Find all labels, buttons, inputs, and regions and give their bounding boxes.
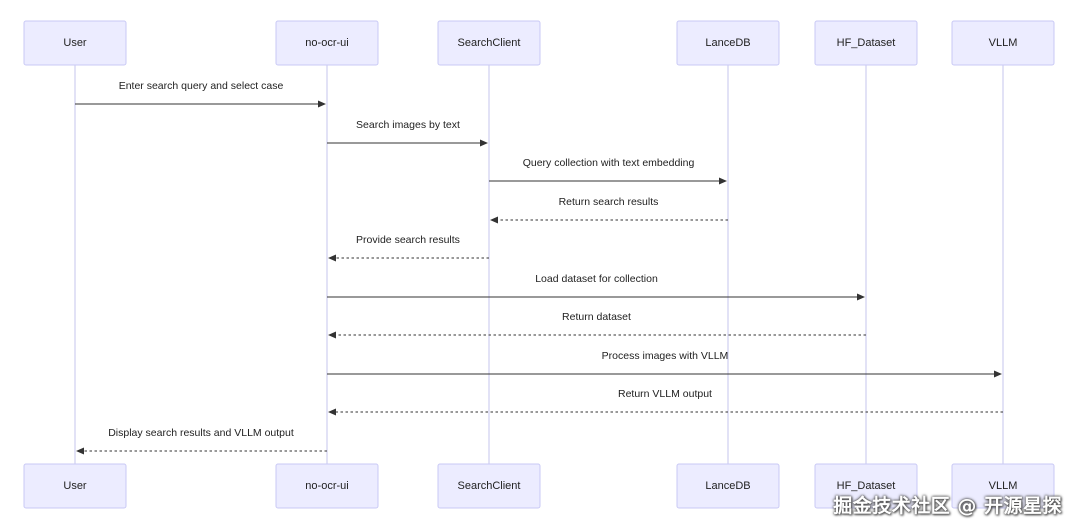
participant-user-top: User: [23, 20, 127, 66]
participant-vllm-top: VLLM: [951, 20, 1055, 66]
message-label: Provide search results: [356, 234, 460, 246]
message-label: Process images with VLLM: [602, 350, 729, 362]
participant-ui-top: no-ocr-ui: [275, 20, 379, 66]
message-4: Return search results: [490, 196, 728, 224]
participant-box: [23, 20, 127, 66]
message-6: Load dataset for collection: [327, 273, 865, 301]
participant-box: [814, 20, 918, 66]
participant-box: [437, 463, 541, 509]
message-label: Load dataset for collection: [535, 273, 658, 285]
arrowhead-icon: [328, 254, 336, 262]
message-3: Query collection with text embedding: [489, 157, 727, 185]
participant-lance-bottom: LanceDB: [676, 463, 780, 509]
arrowhead-icon: [318, 100, 326, 108]
participant-search-bottom: SearchClient: [437, 463, 541, 509]
message-label: Query collection with text embedding: [523, 157, 695, 169]
participant-label: User: [63, 37, 87, 49]
participants-top: User no-ocr-ui SearchClient LanceDB HF_Datas…: [23, 20, 1055, 66]
message-5: Provide search results: [328, 234, 489, 262]
participant-label: no-ocr-ui: [305, 480, 348, 492]
participant-label: VLLM: [989, 480, 1018, 492]
message-8: Process images with VLLM: [327, 350, 1002, 378]
message-label: Return search results: [559, 196, 659, 208]
participant-box: [275, 20, 379, 66]
participant-box: [676, 20, 780, 66]
arrowhead-icon: [719, 177, 727, 185]
messages: Enter search query and select caseSearch…: [75, 80, 1003, 455]
message-2: Search images by text: [327, 119, 488, 147]
participant-user-bottom: User: [23, 463, 127, 509]
participant-label: HF_Dataset: [837, 480, 896, 492]
message-label: Return dataset: [562, 311, 631, 323]
message-10: Display search results and VLLM output: [76, 427, 327, 455]
participant-label: VLLM: [989, 37, 1018, 49]
arrowhead-icon: [994, 370, 1002, 378]
participant-box: [814, 463, 918, 509]
arrowhead-icon: [857, 293, 865, 301]
arrowhead-icon: [490, 216, 498, 224]
participant-box: [23, 463, 127, 509]
participant-label: SearchClient: [458, 480, 521, 492]
message-label: Search images by text: [356, 119, 460, 131]
participant-label: SearchClient: [458, 37, 521, 49]
participant-search-top: SearchClient: [437, 20, 541, 66]
watermark: 掘金技术社区 @ 开源星探: [833, 495, 1062, 517]
message-label: Enter search query and select case: [119, 80, 284, 92]
message-9: Return VLLM output: [328, 388, 1003, 416]
participant-label: LanceDB: [705, 37, 750, 49]
lifelines: [74, 65, 1004, 464]
participant-box: [951, 20, 1055, 66]
participant-label: HF_Dataset: [837, 37, 896, 49]
participant-label: no-ocr-ui: [305, 37, 348, 49]
participant-box: [951, 463, 1055, 509]
arrowhead-icon: [328, 331, 336, 339]
arrowhead-icon: [328, 408, 336, 416]
participant-hf-top: HF_Dataset: [814, 20, 918, 66]
participant-lance-top: LanceDB: [676, 20, 780, 66]
message-label: Return VLLM output: [618, 388, 712, 400]
message-label: Display search results and VLLM output: [108, 427, 294, 439]
message-7: Return dataset: [328, 311, 866, 339]
participant-label: LanceDB: [705, 480, 750, 492]
participant-box: [275, 463, 379, 509]
participants-bottom: User no-ocr-ui SearchClient LanceDB HF_Datas…: [23, 463, 1055, 509]
participant-box: [676, 463, 780, 509]
arrowhead-icon: [480, 139, 488, 147]
participant-ui-bottom: no-ocr-ui: [275, 463, 379, 509]
participant-vllm-bottom: VLLM: [951, 463, 1055, 509]
participant-label: User: [63, 480, 87, 492]
participant-hf-bottom: HF_Dataset: [814, 463, 918, 509]
participant-box: [437, 20, 541, 66]
message-1: Enter search query and select case: [75, 80, 326, 108]
arrowhead-icon: [76, 447, 84, 455]
